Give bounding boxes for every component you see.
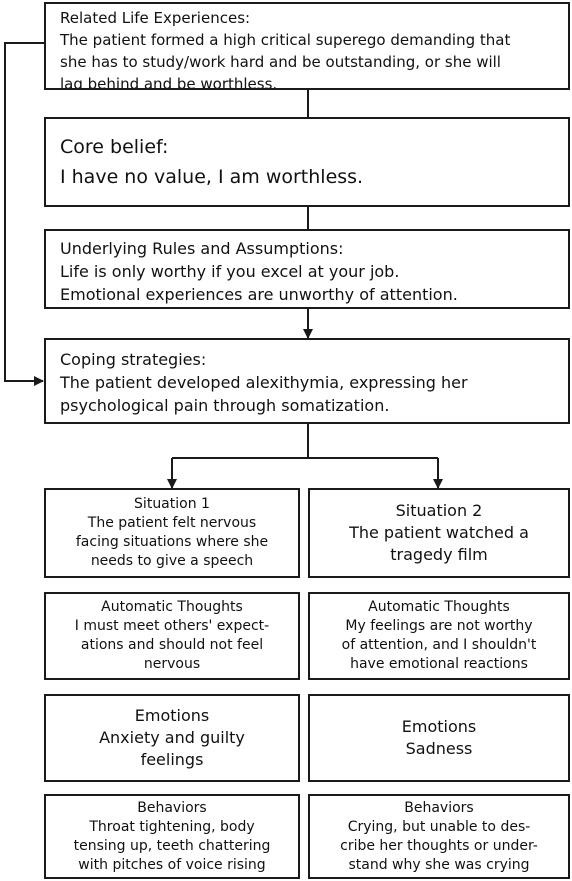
automatic-thoughts-2-line: of attention, and I shouldn't <box>341 637 537 653</box>
emotions-2-title: Emotions <box>401 717 477 736</box>
coping-strategies-box: Coping strategies: The patient developed… <box>44 338 570 424</box>
situation-2-box: Situation 2 The patient watched a traged… <box>308 488 570 578</box>
underlying-rules-title: Underlying Rules and Assumptions: <box>60 239 344 258</box>
situation-1-title: Situation 1 <box>134 496 210 512</box>
coping-strategies-line: psychological pain through somatization. <box>60 396 390 415</box>
behaviors-1-line: with pitches of voice rising <box>78 856 266 873</box>
situation-2-behaviors-box: Behaviors Crying, but unable to des- cri… <box>308 794 570 879</box>
situation-1-line: The patient felt nervous <box>87 515 257 531</box>
automatic-thoughts-1-title: Automatic Thoughts <box>101 599 243 615</box>
related-life-experiences-line: The patient formed a high critical super… <box>60 31 511 49</box>
situation-2-emotions-box: Emotions Sadness <box>308 694 570 782</box>
behaviors-1-line: tensing up, teeth chattering <box>73 837 271 854</box>
automatic-thoughts-1-line: nervous <box>143 656 201 672</box>
related-life-experiences-line: lag behind and be worthless. <box>60 75 278 90</box>
behaviors-2-line: cribe her thoughts or under- <box>340 837 538 854</box>
situation-1-emotions-box: Emotions Anxiety and guilty feelings <box>44 694 300 782</box>
situation-1-behaviors-box: Behaviors Throat tightening, body tensin… <box>44 794 300 879</box>
situation-1-box: Situation 1 The patient felt nervous fac… <box>44 488 300 578</box>
automatic-thoughts-2-title: Automatic Thoughts <box>368 599 510 615</box>
core-belief-line: I have no value, I am worthless. <box>60 166 364 188</box>
automatic-thoughts-1-line: I must meet others' expect- <box>74 618 270 634</box>
emotions-1-line: Anxiety and guilty <box>99 728 245 747</box>
underlying-rules-line: Emotional experiences are unworthy of at… <box>60 285 458 304</box>
core-belief-box: Core belief: I have no value, I am worth… <box>44 117 570 207</box>
situation-2-line: The patient watched a <box>349 523 529 542</box>
behaviors-1-title: Behaviors <box>137 799 207 816</box>
behaviors-1-line: Throat tightening, body <box>89 818 255 835</box>
emotions-1-line: feelings <box>140 750 204 769</box>
behaviors-2-line: stand why she was crying <box>348 856 530 873</box>
coping-strategies-title: Coping strategies: <box>60 350 207 369</box>
automatic-thoughts-1-line: ations and should not feel <box>80 637 264 653</box>
related-life-experiences-line: she has to study/work hard and be outsta… <box>60 53 501 71</box>
situation-2-title: Situation 2 <box>395 501 483 520</box>
related-life-experiences-title: Related Life Experiences: <box>60 9 251 27</box>
situation-1-line: facing situations where she <box>75 534 269 550</box>
emotions-2-line: Sadness <box>405 739 473 758</box>
automatic-thoughts-2-line: have emotional reactions <box>350 656 528 672</box>
underlying-rules-line: Life is only worthy if you excel at your… <box>60 262 400 281</box>
automatic-thoughts-2-line: My feelings are not worthy <box>345 618 533 634</box>
situation-1-automatic-thoughts-box: Automatic Thoughts I must meet others' e… <box>44 592 300 680</box>
behaviors-2-title: Behaviors <box>404 799 474 816</box>
situation-1-line: needs to give a speech <box>90 553 254 569</box>
situation-2-automatic-thoughts-box: Automatic Thoughts My feelings are not w… <box>308 592 570 680</box>
situation-2-line: tragedy film <box>390 545 488 564</box>
core-belief-title: Core belief: <box>60 136 169 158</box>
underlying-rules-box: Underlying Rules and Assumptions: Life i… <box>44 229 570 309</box>
behaviors-2-line: Crying, but unable to des- <box>347 818 531 835</box>
emotions-1-title: Emotions <box>134 706 210 725</box>
connector-experiences-to-coping <box>4 42 44 386</box>
coping-strategies-line: The patient developed alexithymia, expre… <box>60 373 468 392</box>
related-life-experiences-box: Related Life Experiences: The patient fo… <box>44 2 570 90</box>
